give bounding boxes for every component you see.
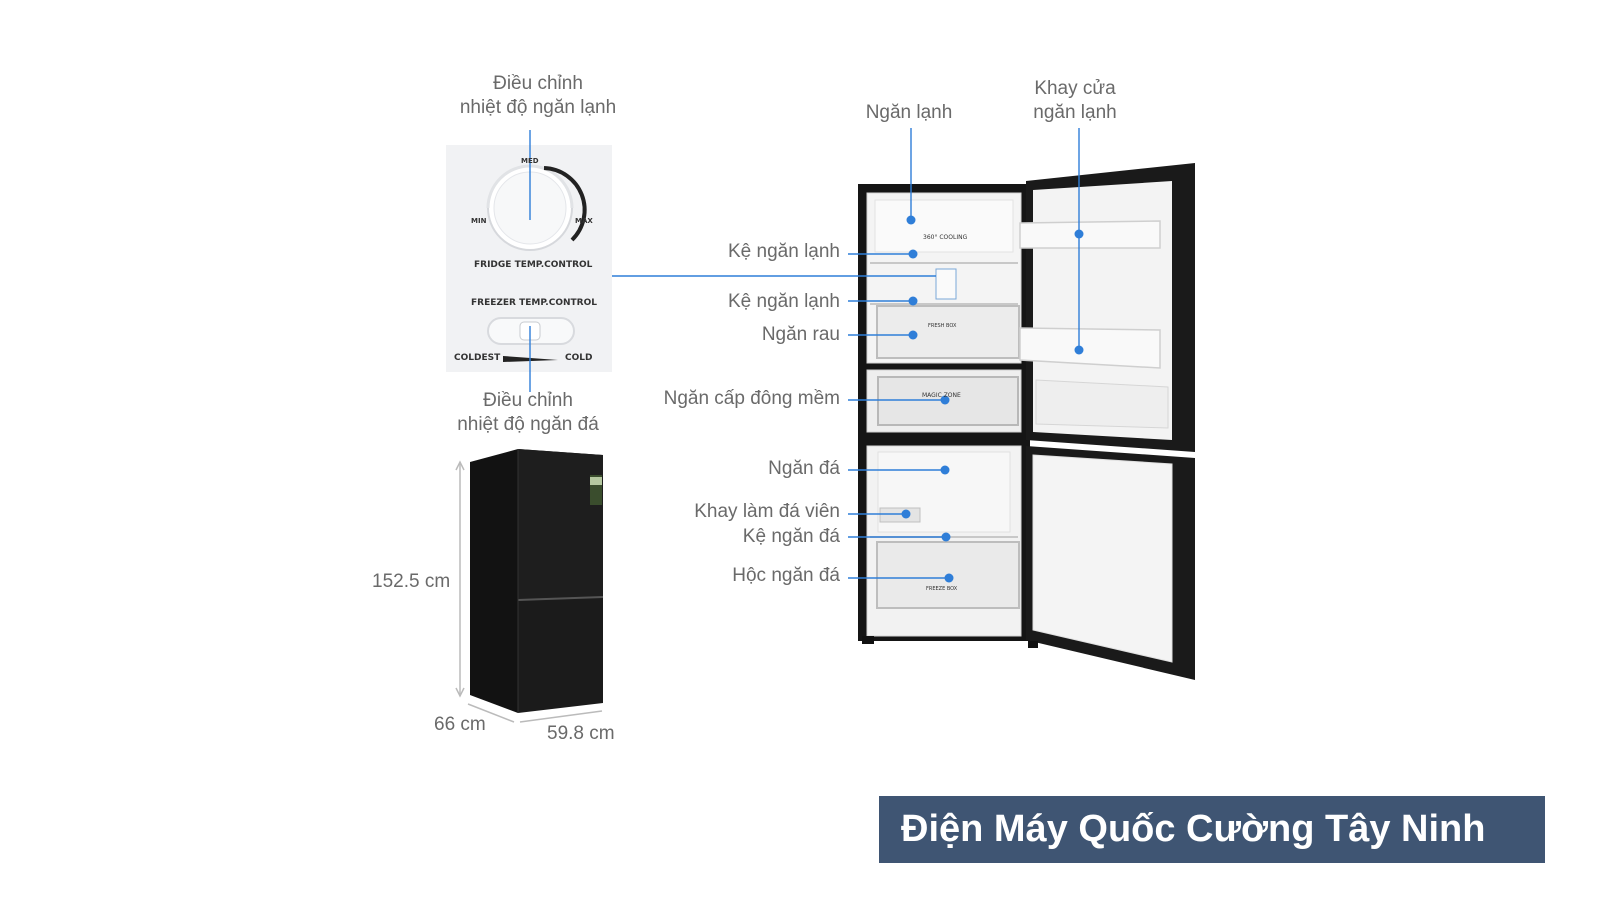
label-ngan-lanh: Ngăn lạnh bbox=[865, 102, 953, 123]
depth-dimension: 66 cm bbox=[434, 714, 486, 735]
fridge-exterior-image bbox=[470, 449, 604, 713]
magic-zone-text: MAGIC ZONE bbox=[922, 392, 961, 399]
freezer-temp-slider bbox=[487, 317, 575, 362]
fresh-box-text: FRESH BOX bbox=[928, 323, 957, 329]
watermark-banner: Điện Máy Quốc Cường Tây Ninh bbox=[879, 796, 1545, 863]
label-ke-ngan-da: Kệ ngăn đá bbox=[742, 526, 840, 547]
label-ke-ngan-lanh-1: Kệ ngăn lạnh bbox=[728, 241, 840, 262]
label-ngan-da: Ngăn đá bbox=[768, 458, 840, 479]
freezer-temp-adjust-label: Điều chỉnh nhiệt độ ngăn đá bbox=[457, 390, 599, 435]
fridge-open-image bbox=[858, 163, 1195, 680]
fridge-temp-adjust-label: Điều chỉnh nhiệt độ ngăn lạnh bbox=[459, 73, 617, 118]
label-khay-lam-da-vien: Khay làm đá viên bbox=[694, 501, 840, 522]
freezer-temp-control-text: FREEZER TEMP.CONTROL bbox=[471, 298, 597, 308]
coldest-text: COLDEST bbox=[454, 353, 501, 363]
dimension-lines bbox=[455, 460, 603, 723]
callout-dots bbox=[901, 215, 1084, 583]
cold-text: COLD bbox=[565, 353, 593, 363]
freeze-box-text: FREEZE BOX bbox=[926, 586, 958, 592]
height-dimension: 152.5 cm bbox=[372, 571, 451, 592]
label-ngan-rau: Ngăn rau bbox=[761, 324, 840, 345]
label-ngan-cap-dong-mem: Ngăn cấp đông mềm bbox=[663, 388, 840, 409]
width-dimension: 59.8 cm bbox=[547, 723, 615, 744]
label-hoc-ngan-da: Hộc ngăn đá bbox=[732, 565, 840, 586]
dial-min-label: MIN bbox=[471, 217, 487, 225]
cooling-text: 360° COOLING bbox=[923, 234, 968, 241]
dial-max-label: MAX bbox=[575, 217, 593, 225]
fridge-temp-dial bbox=[486, 164, 587, 251]
label-ke-ngan-lanh-2: Kệ ngăn lạnh bbox=[728, 291, 840, 312]
fridge-temp-control-text: FRIDGE TEMP.CONTROL bbox=[474, 260, 593, 270]
callout-lines bbox=[529, 128, 1080, 579]
label-khay-cua-ngan-lanh: Khay cửa ngăn lạnh bbox=[1033, 78, 1117, 123]
dial-med-label: MED bbox=[521, 157, 539, 165]
